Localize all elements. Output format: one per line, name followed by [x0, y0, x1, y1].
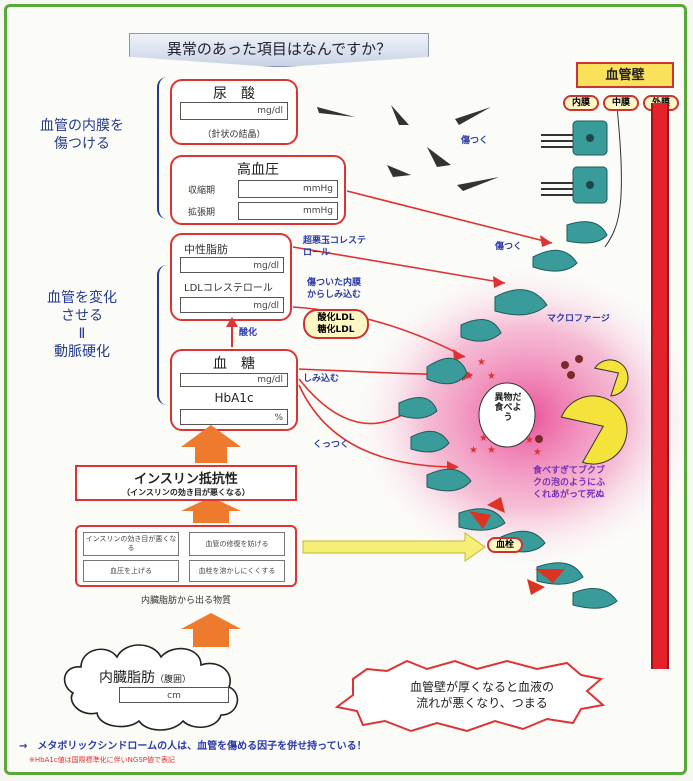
svg-text:★: ★	[465, 371, 474, 382]
annotation-seep: しみ込む	[303, 374, 340, 384]
annotation-soak-in: 傷ついた内膜からしみ込む	[307, 278, 362, 300]
svg-text:★: ★	[479, 433, 488, 444]
annotation-macrophage: マクロファージ	[547, 314, 610, 324]
uric-acid-field[interactable]: mg/dl	[180, 102, 288, 120]
oxidized-particles: ★★★ ★★★ ★★	[465, 357, 542, 458]
diastolic-label: 拡張期	[188, 208, 216, 218]
hba1c-label: HbA1c	[214, 391, 254, 405]
oxidation-arrowhead	[226, 317, 238, 327]
bp-arrowhead	[540, 235, 552, 247]
blood-pressure-title: 高血圧	[237, 162, 279, 178]
effect-cell-bp: 血圧を上げる	[83, 560, 179, 582]
effect-cell-thrombus: 血栓を溶かしにくくする	[189, 560, 285, 582]
waist-field[interactable]: cm	[119, 687, 229, 703]
svg-text:★: ★	[525, 435, 534, 446]
hba1c-field[interactable]: %	[180, 409, 288, 425]
svg-text:★: ★	[487, 445, 496, 456]
lipid-dots	[535, 355, 583, 443]
insulin-subtitle: （インスリンの効き目が悪くなる）	[122, 488, 250, 497]
uric-acid-note: （針状の結晶）	[202, 130, 266, 140]
speech-text: 異物だ 食べよう	[494, 393, 522, 423]
systolic-field[interactable]: mmHg	[238, 180, 338, 198]
thrombus-label: 血栓	[487, 537, 523, 553]
tg-field[interactable]: mg/dl	[180, 257, 284, 273]
thrombus-shapes	[469, 497, 565, 595]
ldl-arrowhead	[453, 349, 465, 361]
lipids-box: 中性脂肪 mg/dl LDLコレステロール mg/dl	[170, 233, 292, 321]
up-arrow-insulin	[181, 425, 241, 463]
blood-pressure-box: 高血圧 収縮期 mmHg 拡張期 mmHg	[170, 155, 346, 225]
layer-intima: 内膜	[563, 95, 599, 111]
macrophage-pacman-large	[560, 395, 628, 465]
insulin-resistance-box: インスリン抵抗性 （インスリンの効き目が悪くなる）	[75, 465, 297, 501]
effect-cell-repair: 血管の修復を妨げる	[189, 532, 285, 556]
annotation-oxidation: 酸化	[239, 328, 258, 338]
thrombus-arrow	[302, 532, 486, 562]
crystal-needle	[457, 177, 499, 191]
tg-arrowhead	[493, 276, 505, 288]
vessel-wall-bar	[651, 103, 669, 669]
glucose-title: 血 糖	[213, 356, 255, 372]
annotation-super-bad: 超悪玉コレステロール	[303, 236, 367, 258]
glucose-field[interactable]: mg/dl	[180, 373, 288, 387]
svg-text:★: ★	[469, 445, 478, 456]
insulin-title: インスリン抵抗性	[134, 472, 238, 487]
layer-media: 中膜	[603, 95, 639, 111]
diagram-arrows-layer: ★★★ ★★★ ★★	[63, 105, 684, 733]
crystal-needle	[455, 107, 491, 125]
bp-arrow	[346, 190, 553, 244]
crystal-needle	[391, 105, 409, 125]
uric-acid-box: 尿 酸 mg/dl （針状の結晶）	[170, 79, 298, 145]
bracket-damage	[157, 77, 169, 219]
question-text: 異常のあった項目はなんですか？	[166, 40, 392, 58]
up-arrow-fat	[181, 613, 241, 647]
label-damage-inner: 血管の内膜を傷つける	[40, 118, 124, 152]
glucose-arrow-c	[298, 384, 458, 468]
crystal-needle	[387, 165, 411, 177]
uric-acid-title: 尿 酸	[213, 86, 255, 102]
effects-caption: 内臓脂肪から出る物質	[140, 596, 231, 606]
effect-cell-insulin: インスリンの効き目が悪くなる	[83, 532, 179, 556]
up-arrow-effects	[181, 497, 241, 523]
speech-bubble	[478, 382, 536, 448]
svg-text:★: ★	[533, 447, 542, 458]
conclusion-text: 血管壁が厚くなると血液の流れが悪くなり、つまる	[409, 680, 554, 710]
svg-text:★: ★	[477, 357, 486, 368]
tg-arrow	[292, 246, 506, 284]
ldl-label: LDLコレステロール	[184, 283, 273, 294]
visceral-fat-title: 内臓脂肪（腹囲）	[99, 670, 192, 686]
annotation-injure-2: 傷つく	[495, 242, 523, 252]
crystal-needle	[317, 107, 355, 117]
footer-main: → メタボリックシンドロームの人は、血管を傷める因子を併せ持っている！	[19, 741, 367, 752]
ldl-field[interactable]: mg/dl	[180, 297, 284, 313]
damaged-wall-cells	[398, 221, 618, 609]
label-change-vessel: 血管を変化 させる Ⅱ 動脈硬化	[47, 290, 117, 360]
systolic-label: 収縮期	[188, 186, 216, 196]
macrophage-pacman	[594, 359, 629, 397]
glucose-box: 血 糖 mg/dl HbA1c %	[170, 349, 298, 431]
annotation-overeat: 食べすぎてブクブクの泡のようにふくれあがって死ぬ	[533, 466, 606, 500]
effects-box: インスリンの効き目が悪くなる 血管の修復を妨げる 血圧を上げる 血栓を溶かしにく…	[75, 525, 297, 587]
diastolic-field[interactable]: mmHg	[238, 202, 338, 220]
bracket-change	[157, 265, 169, 405]
vessel-wall-title: 血管壁	[576, 62, 674, 88]
membrane-line	[604, 106, 622, 248]
conclusion-burst	[334, 659, 606, 733]
diagram-frame: 異常のあった項目はなんですか？ 血管の内膜を傷つける 血管を変化 させる Ⅱ 動…	[4, 4, 687, 775]
annotation-stick: くっつく	[313, 440, 350, 450]
crystal-needle	[427, 147, 451, 167]
svg-text:★: ★	[487, 371, 496, 382]
tg-label: 中性脂肪	[184, 243, 228, 256]
footer-note: ※HbA1c値は国際標準化に伴いNGSP値で表記	[29, 756, 175, 764]
annotation-injure-1: 傷つく	[461, 136, 489, 146]
